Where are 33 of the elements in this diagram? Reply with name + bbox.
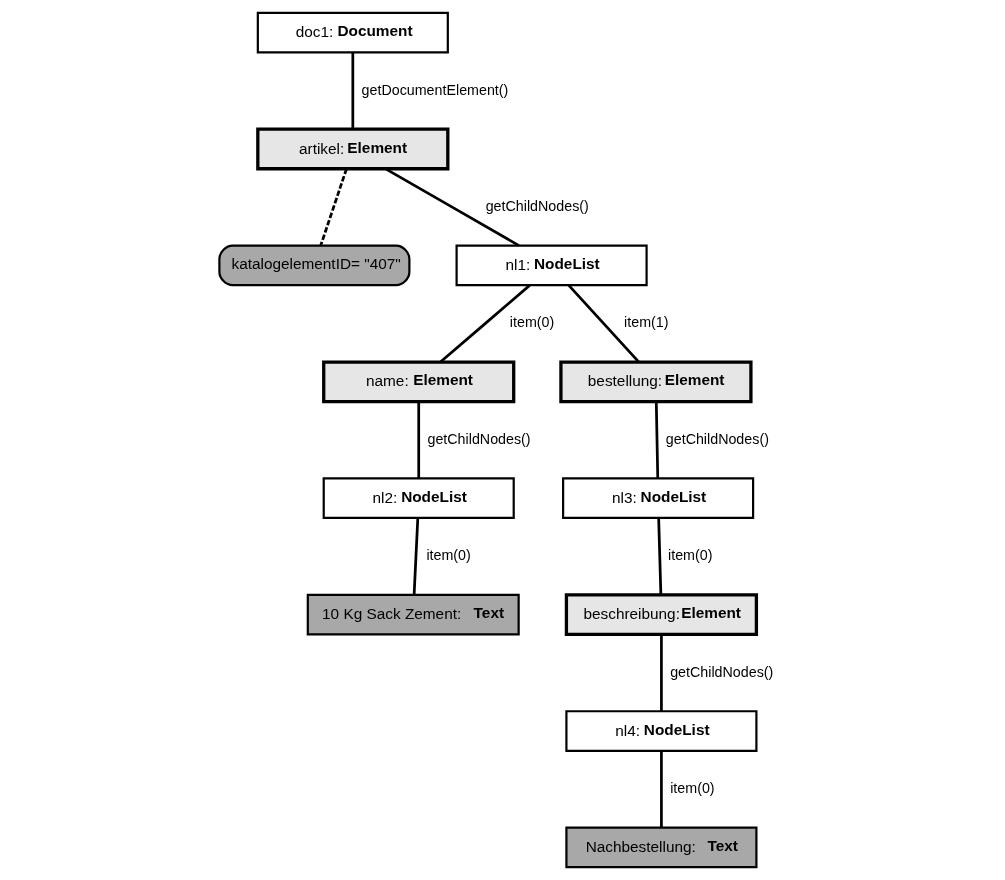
connector	[659, 634, 663, 712]
connector	[439, 284, 531, 363]
edge-label: getChildNodes()	[485, 197, 589, 214]
node-box: artikel:Element	[255, 127, 449, 171]
node-box: nl2:NodeList	[322, 477, 515, 520]
connector	[656, 518, 662, 595]
node-box: nl1:NodeList	[455, 244, 648, 287]
connector	[412, 518, 419, 595]
node-box: beschreibung:Element	[564, 593, 758, 637]
node-box: name:Element	[321, 360, 515, 404]
connector	[350, 52, 354, 129]
connector	[654, 401, 659, 479]
edge-label: item(0)	[509, 314, 554, 331]
connector	[659, 750, 663, 828]
edge-label: getChildNodes()	[665, 430, 769, 447]
connector	[318, 168, 348, 246]
connector	[384, 167, 520, 247]
node-box: Nachbestellung: Text	[564, 826, 757, 869]
edge-label: item(0)	[425, 547, 471, 564]
edge-label: getChildNodes()	[427, 430, 531, 447]
connector	[416, 401, 420, 479]
node-box: bestellung:Element	[558, 360, 753, 404]
connector	[567, 284, 640, 363]
node-box: doc1:Document	[256, 11, 449, 54]
edge-label: item(0)	[667, 547, 712, 564]
edge-label: getDocumentElement()	[361, 81, 508, 98]
edge-label: item(1)	[623, 314, 668, 331]
node-box: nl4:NodeList	[564, 710, 757, 752]
node-box: 10 Kg Sack Zement: Text	[306, 593, 520, 636]
node-box: nl3:NodeList	[561, 477, 754, 520]
edge-label: getChildNodes()	[669, 663, 773, 680]
edge-label: item(0)	[669, 779, 715, 796]
node-box: katalogelementID= "407"	[217, 244, 410, 287]
